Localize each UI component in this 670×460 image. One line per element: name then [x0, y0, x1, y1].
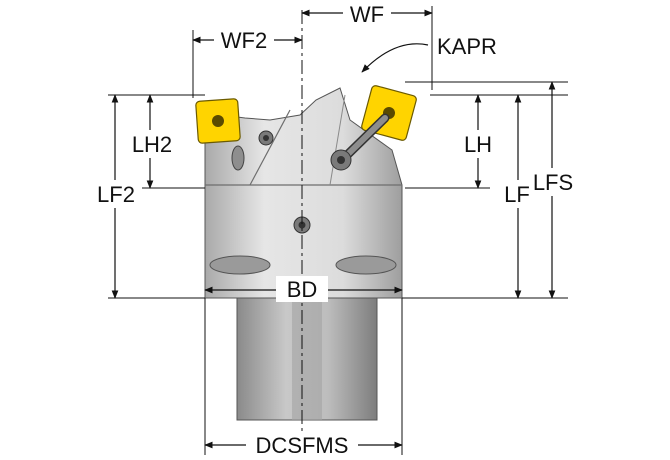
tool-body — [204, 87, 403, 299]
insert-left — [195, 98, 274, 171]
label-wf2: WF2 — [221, 28, 267, 53]
label-backgrounds — [90, 1, 576, 459]
insert-right — [330, 85, 417, 171]
shank — [236, 297, 378, 421]
label-lf2: LF2 — [97, 182, 135, 207]
label-lh2: LH2 — [132, 132, 172, 157]
label-lfs: LFS — [533, 170, 573, 195]
label-bd: BD — [287, 277, 318, 302]
label-wf: WF — [350, 2, 384, 27]
label-lh: LH — [464, 132, 492, 157]
label-lf: LF — [504, 182, 530, 207]
label-dcsfms: DCSFMS — [256, 433, 349, 458]
side-slot-right — [335, 255, 397, 275]
label-kapr: KAPR — [437, 34, 497, 59]
side-slot-left — [209, 255, 271, 275]
